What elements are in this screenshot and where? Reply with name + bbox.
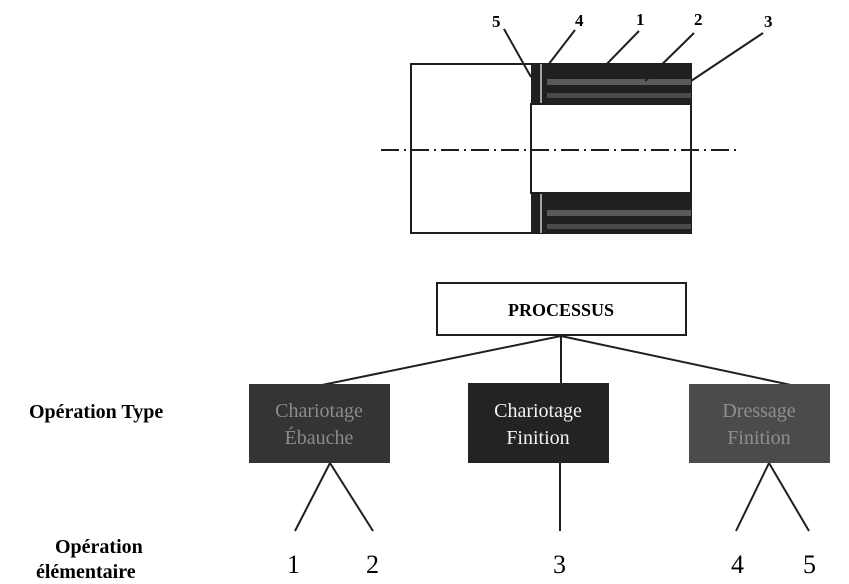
branch-1-right	[329, 462, 374, 532]
upper-zone-gap-2	[547, 93, 691, 98]
operation-2-line1: Chariotage	[494, 400, 582, 422]
part-leaders	[503, 28, 764, 82]
elementary-op-1: 1	[287, 550, 300, 579]
leader-4	[544, 29, 576, 70]
process-title: PROCESSUS	[508, 300, 614, 320]
operation-box-3	[689, 384, 830, 463]
bore-white	[530, 103, 692, 194]
marker-3: 3	[764, 12, 773, 31]
part-marker-labels: 5 4 1 2 3	[492, 10, 773, 31]
elementary-op-3: 3	[553, 550, 566, 579]
operation-3-line2: Finition	[727, 427, 790, 449]
operation-2-line2: Finition	[506, 427, 569, 449]
leader-2	[644, 32, 695, 82]
elementary-op-4: 4	[731, 550, 744, 579]
process-tree: PROCESSUS Chariotage Ébauche Chariotage …	[249, 282, 830, 532]
leader-5	[503, 28, 532, 78]
lower-zone-gap	[547, 210, 691, 216]
branch-3-right	[768, 462, 810, 532]
operation-type-label: Opération Type	[29, 401, 163, 423]
marker-1: 1	[636, 10, 645, 29]
leader-1	[597, 30, 640, 74]
elementary-numbers: 1 2 3 4 5	[287, 550, 816, 579]
lower-zone-gap-2	[547, 224, 691, 229]
operation-box-1	[249, 384, 390, 463]
tree-link-right	[560, 335, 792, 386]
branch-1-left	[294, 462, 331, 532]
operation-box-2	[468, 383, 609, 463]
marker-2: 2	[694, 10, 703, 29]
operation-1-line2: Ébauche	[285, 426, 354, 449]
marker-4: 4	[575, 11, 584, 30]
marker-5: 5	[492, 12, 501, 31]
operation-elementaire-line2: élémentaire	[36, 561, 136, 583]
elementary-op-2: 2	[366, 550, 379, 579]
branch-3-left	[735, 462, 770, 532]
part-drawing	[381, 63, 737, 234]
process-box	[436, 282, 687, 336]
elementary-op-5: 5	[803, 550, 816, 579]
upper-zone-gap	[547, 79, 691, 85]
operation-elementaire-line1: Opération	[55, 536, 143, 558]
tree-link-left	[321, 335, 562, 386]
operation-3-line1: Dressage	[722, 400, 795, 422]
operation-1-line1: Chariotage	[275, 400, 363, 422]
leader-3	[690, 32, 764, 82]
left-labels: Opération Type Opération élémentaire	[29, 401, 163, 583]
